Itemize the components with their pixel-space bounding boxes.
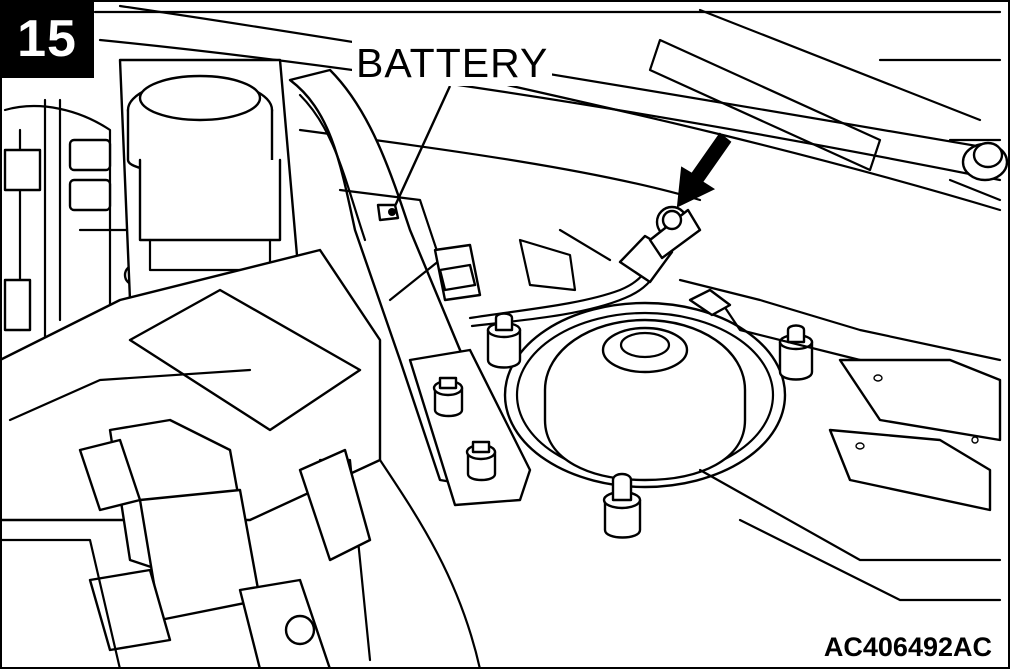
figure-code: AC406492AC [819,631,996,663]
indicator-arrow [676,132,732,208]
left-hoses [3,98,147,342]
lower-left-components [0,418,482,669]
reservoir-tank [118,58,302,302]
ground-cable [468,205,702,328]
strut-mount [503,301,787,489]
connector-clip [433,228,612,302]
battery-callout-label: BATTERY [352,40,553,86]
upper-right-bolt [948,141,1009,202]
step-number-badge: 15 [0,0,94,78]
callout-leader [388,85,452,216]
right-body-panel [678,278,1002,602]
mount-studs [486,312,814,539]
brace-bolts [432,376,497,482]
